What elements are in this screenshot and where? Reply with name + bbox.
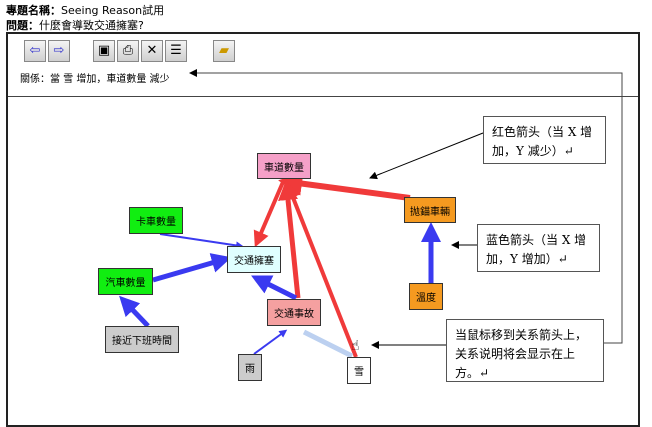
topic-label: 專題名稱：	[6, 4, 61, 17]
delete-icon[interactable]: ✕	[141, 40, 163, 62]
edge-rush-cars[interactable]	[119, 295, 150, 328]
pointer-red	[369, 132, 484, 180]
edge-snow-accident[interactable]	[302, 329, 354, 359]
node-congestion[interactable]: 交通擁塞	[227, 246, 281, 273]
node-accident[interactable]: 交通事故	[267, 299, 321, 326]
topic-value: Seeing Reason試用	[61, 4, 165, 17]
back-icon[interactable]: ⇦	[24, 40, 46, 62]
edge-breakdown-lanes[interactable]	[278, 171, 411, 201]
question-value: 什麼會導致交通擁塞?	[39, 19, 144, 32]
print-icon[interactable]: ⎙	[117, 40, 139, 62]
question-label: 問題：	[6, 19, 39, 32]
question-line: 問題：什麼會導致交通擁塞?	[6, 17, 144, 33]
edge-cars-congestion[interactable]	[152, 253, 232, 283]
callout-hover: 当鼠标移到关系箭头上，关系说明将会显示在上方。↵	[446, 319, 604, 382]
topic-line: 專題名稱：Seeing Reason試用	[6, 2, 164, 18]
node-rain[interactable]: 雨	[238, 354, 262, 381]
forward-icon[interactable]: ⇨	[48, 40, 70, 62]
node-trucks[interactable]: 卡車數量	[129, 207, 183, 234]
relation-description: 關係：當 雪 增加，車道數量 減少	[20, 74, 170, 85]
callout-red-arrow: 红色箭头（当 X 增加，Y 减少）↵	[483, 116, 606, 164]
node-temperature[interactable]: 溫度	[409, 283, 443, 310]
edge-snow-lanes[interactable]	[285, 182, 358, 358]
hand-cursor-icon: ☝	[351, 338, 360, 354]
node-rush-hour[interactable]: 接近下班時間	[105, 326, 179, 353]
pointer-relation	[189, 69, 623, 344]
edge-accident-congestion[interactable]	[251, 275, 298, 301]
node-snow[interactable]: 雪	[347, 357, 371, 384]
edge-trucks-congestion[interactable]	[159, 233, 244, 250]
node-cars[interactable]: 汽車數量	[98, 268, 153, 295]
edge-rain-accident[interactable]	[253, 329, 288, 355]
edge-accident-lanes[interactable]	[278, 180, 301, 299]
open-folder-icon[interactable]: ▰	[213, 40, 235, 62]
node-lanes[interactable]: 車道數量	[257, 153, 311, 179]
toolbar-divider	[8, 96, 638, 97]
node-breakdown[interactable]: 抛錨車輛	[404, 197, 456, 223]
properties-icon[interactable]: ☰	[165, 40, 187, 62]
edge-lanes-congestion[interactable]	[253, 181, 285, 248]
save-icon[interactable]: ▣	[93, 40, 115, 62]
callout-blue-arrow: 蓝色箭头（当 X 增加，Y 增加）↵	[477, 224, 600, 272]
